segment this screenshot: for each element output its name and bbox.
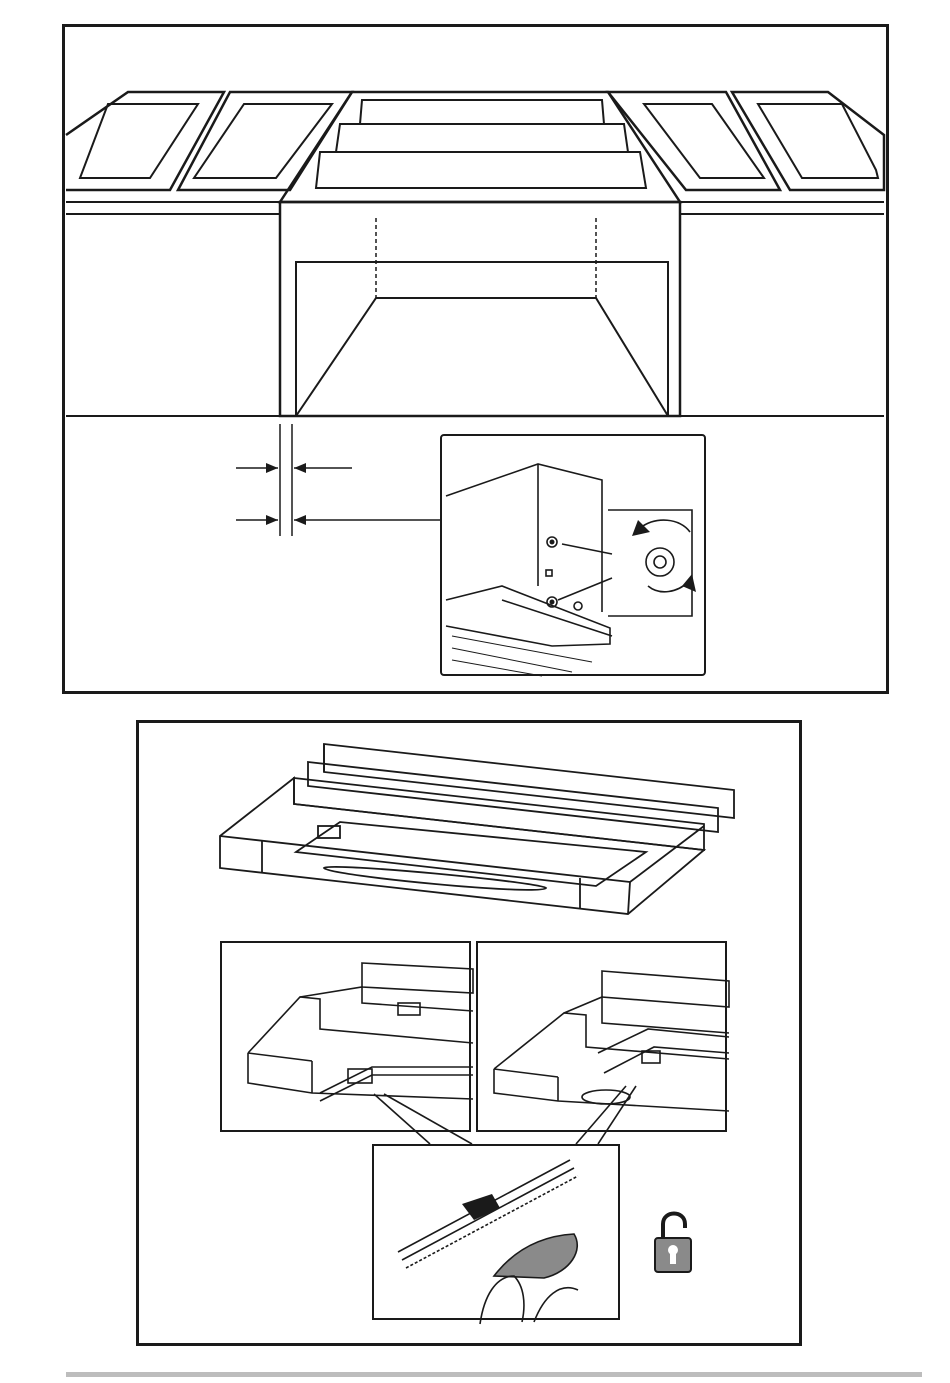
footer-divider [66,1372,922,1377]
padlock-open-icon [649,1208,697,1276]
